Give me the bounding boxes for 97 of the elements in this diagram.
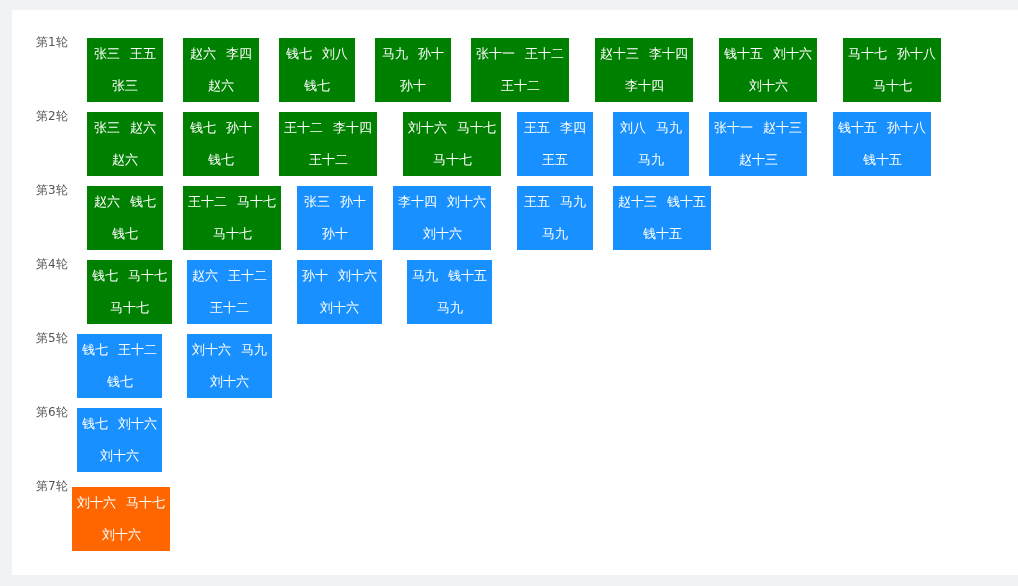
match-box [297,186,373,250]
round-label: 第4轮 [36,256,68,273]
player-names: 赵十三 钱十五 [618,193,707,211]
winner-name: 赵十三 [738,151,778,169]
winner-name: 赵六 [112,151,138,169]
winner-name: 王十二 [500,77,540,95]
winner-name: 马十七 [432,151,472,169]
winner-name: 李十四 [624,77,664,95]
player-names: 张十一 王十二 [476,45,565,63]
round-label: 第1轮 [36,34,68,51]
winner-name: 王十二 [308,151,348,169]
winner-name: 马九 [542,225,568,243]
player-names: 李十四 刘十六 [398,193,487,211]
player-names: 刘十六 马九 [192,341,268,359]
winner-name: 赵六 [208,77,234,95]
match-box [833,112,932,176]
match-box [183,38,259,102]
match-box [297,260,383,324]
player-names: 钱七 孙十 [189,119,253,137]
player-names: 钱七 马十七 [92,267,168,285]
match-box [279,38,355,102]
match-box [183,186,282,250]
match-box [77,334,163,398]
round-label: 第3轮 [36,182,68,199]
match-box [77,408,163,472]
match-box [407,260,493,324]
match-box [403,112,502,176]
winner-name: 刘十六 [210,373,250,391]
match-box [87,112,163,176]
winner-name: 马十七 [872,77,912,95]
match-box [843,38,942,102]
winner-name: 马十七 [110,299,150,317]
match-box [375,38,451,102]
player-names: 钱七 王十二 [82,341,158,359]
winner-name: 钱七 [106,373,133,391]
match-box [393,186,492,250]
player-names: 马九 钱十五 [412,267,488,285]
winner-name: 刘十六 [748,77,788,95]
player-names: 赵十三 李十四 [600,45,689,63]
winner-name: 刘十六 [320,299,360,317]
winner-name: 刘十六 [422,225,462,243]
match-box [187,260,273,324]
match-box [595,38,694,102]
match-box [613,112,689,176]
player-names: 刘十六 马十七 [408,119,497,137]
winner-name: 张三 [112,77,138,95]
winner-name: 王五 [542,151,568,169]
round-label: 第7轮 [36,478,68,495]
player-names: 张三 赵六 [93,119,157,137]
player-names: 钱十五 孙十八 [838,119,927,137]
match-box [471,38,570,102]
player-names: 孙十 刘十六 [302,267,378,285]
winner-name: 孙十 [322,225,348,243]
player-names: 钱十五 刘十六 [724,45,813,63]
winner-name: 王十二 [210,299,250,317]
winner-name: 钱十五 [642,225,682,243]
match-box [279,112,378,176]
player-names: 赵六 钱七 [93,193,157,211]
player-names: 马十七 孙十八 [848,45,937,63]
match-box [517,112,593,176]
match-box [183,112,259,176]
round-label: 第6轮 [36,404,68,421]
player-names: 张十一 赵十三 [714,119,803,137]
winner-name: 孙十 [400,77,426,95]
round-label: 第2轮 [36,108,68,125]
winner-name: 钱十五 [862,151,902,169]
match-box [187,334,273,398]
player-names: 赵六 王十二 [192,267,268,285]
player-names: 王十二 李十四 [284,119,373,137]
winner-name: 刘十六 [100,447,140,465]
player-names: 王五 李四 [523,119,587,137]
player-names: 王五 马九 [523,193,587,211]
winner-name: 钱七 [208,151,234,169]
winner-name: 马十七 [212,225,252,243]
match-box [613,186,712,250]
winner-name: 钱七 [304,77,330,95]
player-names: 张三 王五 [93,45,157,63]
player-names: 王十二 马十七 [188,193,277,211]
round-label: 第5轮 [36,330,68,347]
player-names: 刘八 马九 [619,119,683,137]
player-names: 钱七 刘十六 [82,415,158,433]
match-box [87,186,163,250]
player-names: 刘十六 马十七 [77,494,166,512]
match-box [72,487,171,551]
match-box [87,38,163,102]
player-names: 张三 孙十 [303,193,367,211]
player-names: 赵六 李四 [189,45,253,63]
match-box [719,38,818,102]
winner-name: 刘十六 [101,526,141,544]
match-box [517,186,593,250]
match-box [87,260,173,324]
winner-name: 马九 [638,151,664,169]
winner-name: 钱七 [112,225,138,243]
player-names: 钱七 刘八 [285,45,349,63]
winner-name: 马九 [436,299,463,317]
player-names: 马九 孙十 [381,45,445,63]
match-box [709,112,808,176]
